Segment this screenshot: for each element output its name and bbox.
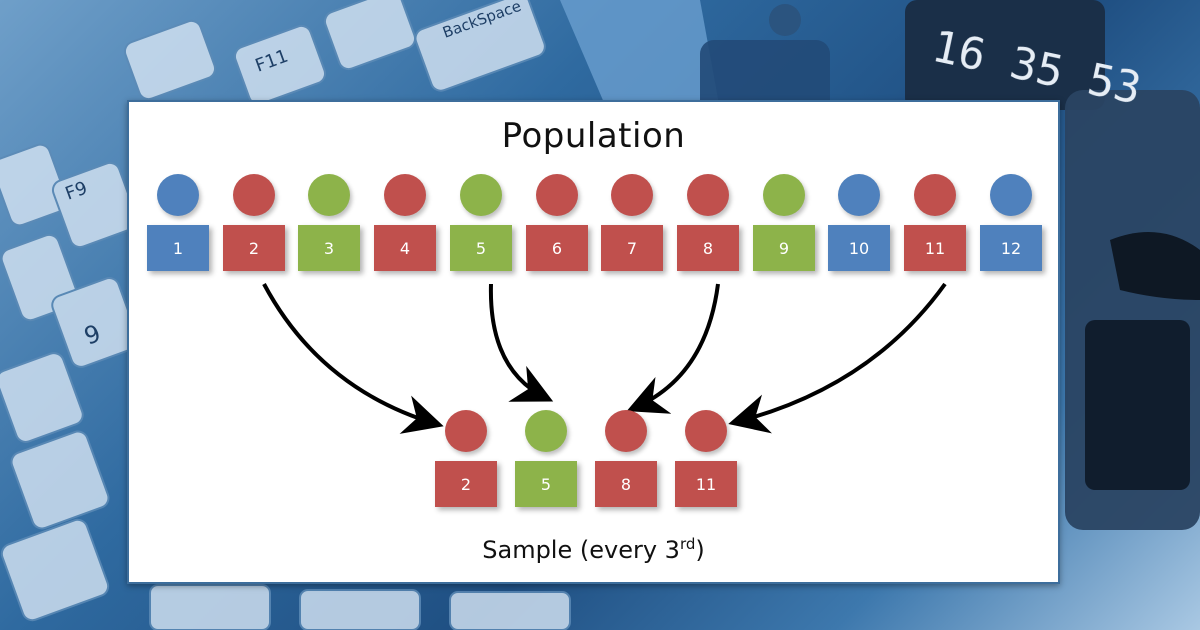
diagram-title: Population	[501, 116, 686, 156]
person-head	[445, 410, 487, 452]
person-number-label: 9	[753, 225, 815, 271]
population-person: 12	[980, 174, 1042, 272]
person-number-label: 5	[515, 461, 577, 507]
person-head	[914, 174, 956, 216]
population-person: 3	[298, 174, 360, 272]
arrow-11-to-sample	[728, 282, 947, 434]
person-number-label: 6	[526, 225, 588, 271]
person-head	[536, 174, 578, 216]
sample-person: 8	[595, 410, 657, 508]
person-number-label: 2	[435, 461, 497, 507]
person-number-label: 1	[147, 225, 209, 271]
person-number-label: 11	[904, 225, 966, 271]
arrow-8-to-sample	[626, 283, 720, 414]
person-head	[611, 174, 653, 216]
person-number-label: 12	[980, 225, 1042, 271]
person-head	[605, 410, 647, 452]
person-number-label: 5	[450, 225, 512, 271]
population-person: 5	[450, 174, 512, 272]
caption-suffix: )	[695, 536, 705, 564]
person-head	[308, 174, 350, 216]
person-number-label: 4	[374, 225, 436, 271]
sample-person: 5	[515, 410, 577, 508]
person-head	[157, 174, 199, 216]
person-number-label: 8	[595, 461, 657, 507]
person-number-label: 2	[223, 225, 285, 271]
arrow-5-to-sample	[488, 283, 554, 402]
person-head	[685, 410, 727, 452]
population-person: 10	[828, 174, 890, 272]
person-head	[687, 174, 729, 216]
person-head	[990, 174, 1032, 216]
person-head	[838, 174, 880, 216]
population-person: 11	[904, 174, 966, 272]
caption-prefix: Sample (every 3	[482, 536, 680, 564]
arrow-2-to-sample	[262, 283, 444, 434]
person-head	[460, 174, 502, 216]
caption-superscript: rd	[679, 535, 696, 553]
population-person: 4	[374, 174, 436, 272]
keyboard-keys	[0, 0, 571, 630]
person-number-label: 3	[298, 225, 360, 271]
person-head	[763, 174, 805, 216]
sample-person: 11	[675, 410, 737, 508]
population-person: 1	[147, 174, 209, 272]
person-head	[525, 410, 567, 452]
population-person: 2	[223, 174, 285, 272]
person-number-label: 8	[677, 225, 739, 271]
population-person: 8	[677, 174, 739, 272]
person-head	[233, 174, 275, 216]
person-number-label: 10	[828, 225, 890, 271]
sample-caption: Sample (every 3rd)	[129, 535, 1058, 564]
person-number-label: 11	[675, 461, 737, 507]
population-person: 9	[753, 174, 815, 272]
population-person: 7	[601, 174, 663, 272]
person-head	[384, 174, 426, 216]
population-person: 6	[526, 174, 588, 272]
person-number-label: 7	[601, 225, 663, 271]
sample-person: 2	[435, 410, 497, 508]
